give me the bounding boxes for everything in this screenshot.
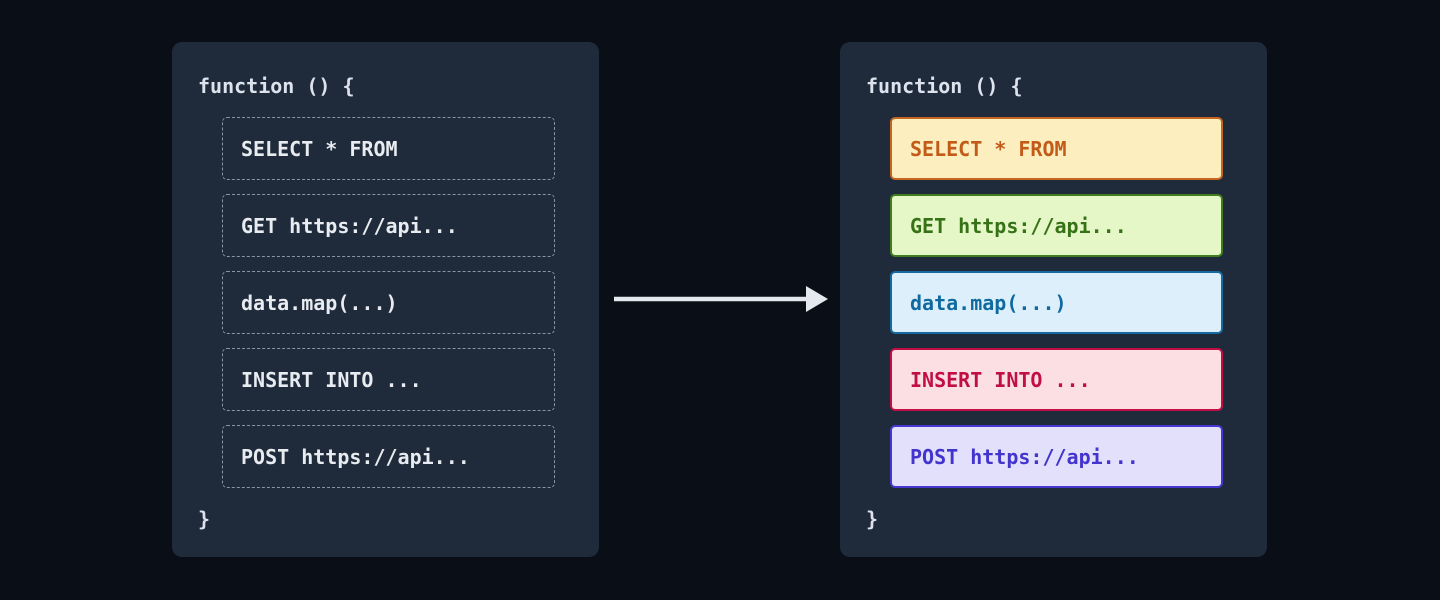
code-block-row: data.map(...) <box>222 271 555 334</box>
code-block-row: SELECT * FROM <box>222 117 555 180</box>
code-block-label: POST https://api... <box>241 444 470 469</box>
function-open-line: function () { <box>866 74 1023 98</box>
code-block-label: INSERT INTO ... <box>241 367 422 392</box>
code-panel-highlighted: function () { SELECT * FROM GET https://… <box>840 42 1267 557</box>
function-close-line: } <box>866 507 879 531</box>
code-block-row: INSERT INTO ... <box>222 348 555 411</box>
code-row-list: SELECT * FROM GET https://api... data.ma… <box>222 117 555 488</box>
code-block-row: SELECT * FROM <box>890 117 1223 180</box>
code-block-label: data.map(...) <box>910 290 1067 315</box>
function-open-line: function () { <box>198 74 355 98</box>
code-row-list: SELECT * FROM GET https://api... data.ma… <box>890 117 1223 488</box>
code-block-row: data.map(...) <box>890 271 1223 334</box>
code-block-row: GET https://api... <box>890 194 1223 257</box>
code-block-row: POST https://api... <box>222 425 555 488</box>
code-block-row: GET https://api... <box>222 194 555 257</box>
code-block-label: SELECT * FROM <box>241 136 398 161</box>
code-block-row: POST https://api... <box>890 425 1223 488</box>
code-block-label: SELECT * FROM <box>910 136 1067 161</box>
code-block-label: GET https://api... <box>910 213 1127 238</box>
code-panel-plain: function () { SELECT * FROM GET https://… <box>172 42 599 557</box>
function-close-line: } <box>198 507 211 531</box>
code-block-label: GET https://api... <box>241 213 458 238</box>
code-block-row: INSERT INTO ... <box>890 348 1223 411</box>
code-block-label: data.map(...) <box>241 290 398 315</box>
code-block-label: INSERT INTO ... <box>910 367 1091 392</box>
code-block-label: POST https://api... <box>910 444 1139 469</box>
arrow-right-icon <box>614 286 828 312</box>
